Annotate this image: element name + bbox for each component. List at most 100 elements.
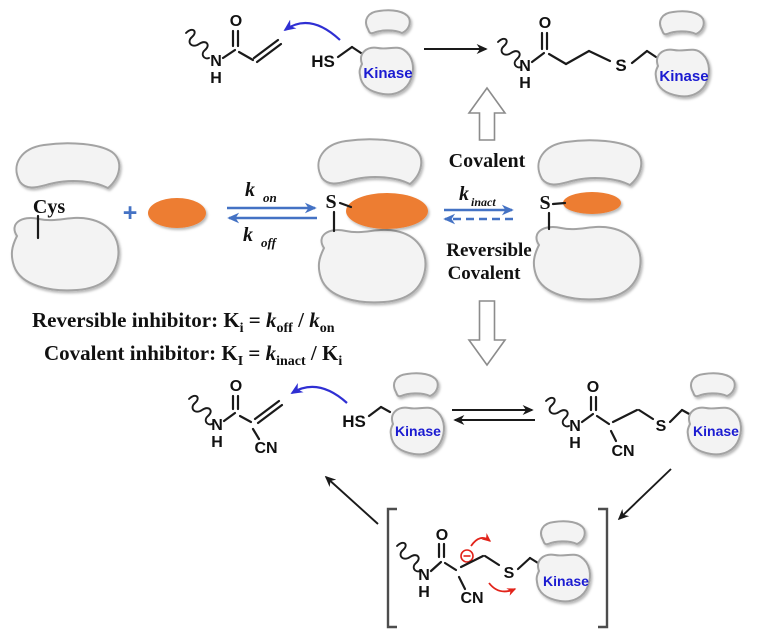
bond <box>530 51 546 64</box>
bond <box>595 414 611 426</box>
hydrogen-label: H <box>211 434 223 451</box>
carbanion-minus-icon <box>460 549 474 563</box>
vinyl-double-bond <box>255 42 283 64</box>
oxygen-label: O <box>587 379 599 396</box>
nitrile-label: CN <box>254 440 277 457</box>
vinyl-double-bond <box>252 38 280 60</box>
bond <box>637 408 655 421</box>
kinase-top-lobe <box>690 372 736 398</box>
bond <box>630 49 649 65</box>
bond <box>237 50 255 62</box>
reversible-covalent-label-line1: Reversible <box>446 240 531 261</box>
bond <box>338 201 353 209</box>
sulfur-label: S <box>656 418 667 435</box>
plus-sign: + <box>123 199 138 227</box>
bond <box>367 405 383 418</box>
protein-bottom-lobe <box>532 225 642 301</box>
koff-subscript: off <box>261 235 278 250</box>
eq2-lead-sub: I <box>238 354 243 369</box>
kon-label: k <box>245 179 255 201</box>
eq2-slash: / K <box>306 341 339 365</box>
eq1-lead: Reversible inhibitor: K <box>32 308 240 332</box>
bond <box>379 405 392 414</box>
eq1-equals: = <box>244 308 266 332</box>
thiol-kinase: HS Kinase <box>342 372 445 456</box>
electron-push-arrow <box>488 582 517 596</box>
bond <box>483 554 501 567</box>
eq1-kon-sub: on <box>320 321 335 336</box>
covalent-pathway-label: Covalent <box>449 150 526 172</box>
oxygen-label: O <box>436 527 448 544</box>
protein-top-lobe <box>317 138 423 185</box>
eq2-ki-sub: i <box>338 354 342 369</box>
top-covalent-reaction: N H O HS Kinase N H O <box>185 9 710 98</box>
eq2-kinact-sub: inact <box>276 354 306 369</box>
adduct-to-intermediate-arrow <box>617 468 672 521</box>
thiol-hs-label: HS <box>342 412 366 431</box>
protein-bottom-lobe <box>317 228 427 304</box>
nitrogen-label: N <box>519 58 531 75</box>
hydrogen-label: H <box>569 435 581 452</box>
protein-bottom-lobe <box>10 216 120 292</box>
kinact-equilibrium: k inact Reversible Covalent <box>443 183 532 284</box>
nitrogen-label: N <box>418 567 430 584</box>
covalent-s-bond <box>551 201 567 206</box>
mechanism-down-block-arrow <box>467 300 507 367</box>
bracket-right <box>598 507 609 629</box>
kinase-top-lobe <box>365 9 411 35</box>
bond <box>459 554 485 569</box>
bond <box>580 412 595 424</box>
bond <box>350 45 363 55</box>
reversible-inhibitor-equation: Reversible inhibitor: Ki = koff / kon <box>32 308 335 336</box>
nucleophilic-attack-arrow <box>290 383 348 404</box>
sulfur-label: S <box>504 565 515 582</box>
eq2-lead: Covalent inhibitor: K <box>44 341 238 365</box>
inhibitor-ellipse <box>148 198 206 228</box>
kinase-label: Kinase <box>693 423 739 439</box>
noncovalent-complex: S <box>317 138 428 304</box>
reversible-covalent-label-line2: Covalent <box>448 263 522 284</box>
hydrogen-label: H <box>418 584 430 601</box>
bond <box>429 560 443 573</box>
electron-push-arrow <box>470 533 492 547</box>
nitrogen-label: N <box>569 418 581 435</box>
oxygen-label: O <box>230 13 242 30</box>
bond <box>645 49 658 59</box>
vinyl-double-bond <box>256 403 284 425</box>
eq1-kon: k <box>309 308 320 332</box>
bond <box>611 408 639 424</box>
bond <box>457 575 467 591</box>
bond <box>221 48 237 60</box>
bond <box>668 408 684 424</box>
bond <box>528 556 540 565</box>
bond <box>564 49 591 66</box>
kinact-label: k <box>459 183 469 205</box>
bond <box>547 52 568 66</box>
sulfur-label: S <box>615 56 626 75</box>
kinase-top-lobe <box>540 520 586 546</box>
covalent-up-block-arrow <box>467 86 507 141</box>
bond <box>609 429 618 443</box>
kinase-label: Kinase <box>543 573 589 589</box>
protein-top-lobe <box>15 142 121 189</box>
kinase-top-lobe <box>393 372 439 398</box>
thiol-hs-label: HS <box>311 52 335 71</box>
sulfur-label: S <box>539 192 550 214</box>
kinase-label: Kinase <box>395 423 441 439</box>
bond <box>443 561 458 572</box>
nitrile-label: CN <box>611 443 634 460</box>
kon-subscript: on <box>263 190 277 205</box>
bracket-left <box>386 507 397 629</box>
bond <box>251 427 261 441</box>
kinase-label: Kinase <box>363 65 412 82</box>
thiol-kinase: HS Kinase <box>311 9 414 96</box>
kinase-top-lobe <box>659 10 705 36</box>
oxygen-label: O <box>539 15 551 32</box>
eq1-koff-sub: off <box>277 321 294 336</box>
oxygen-label: O <box>230 378 242 395</box>
nitrogen-label: N <box>210 53 222 70</box>
cyano-adduct-structure: N H O CN S Kinase <box>545 372 742 460</box>
vinyl-double-bond <box>253 399 281 421</box>
